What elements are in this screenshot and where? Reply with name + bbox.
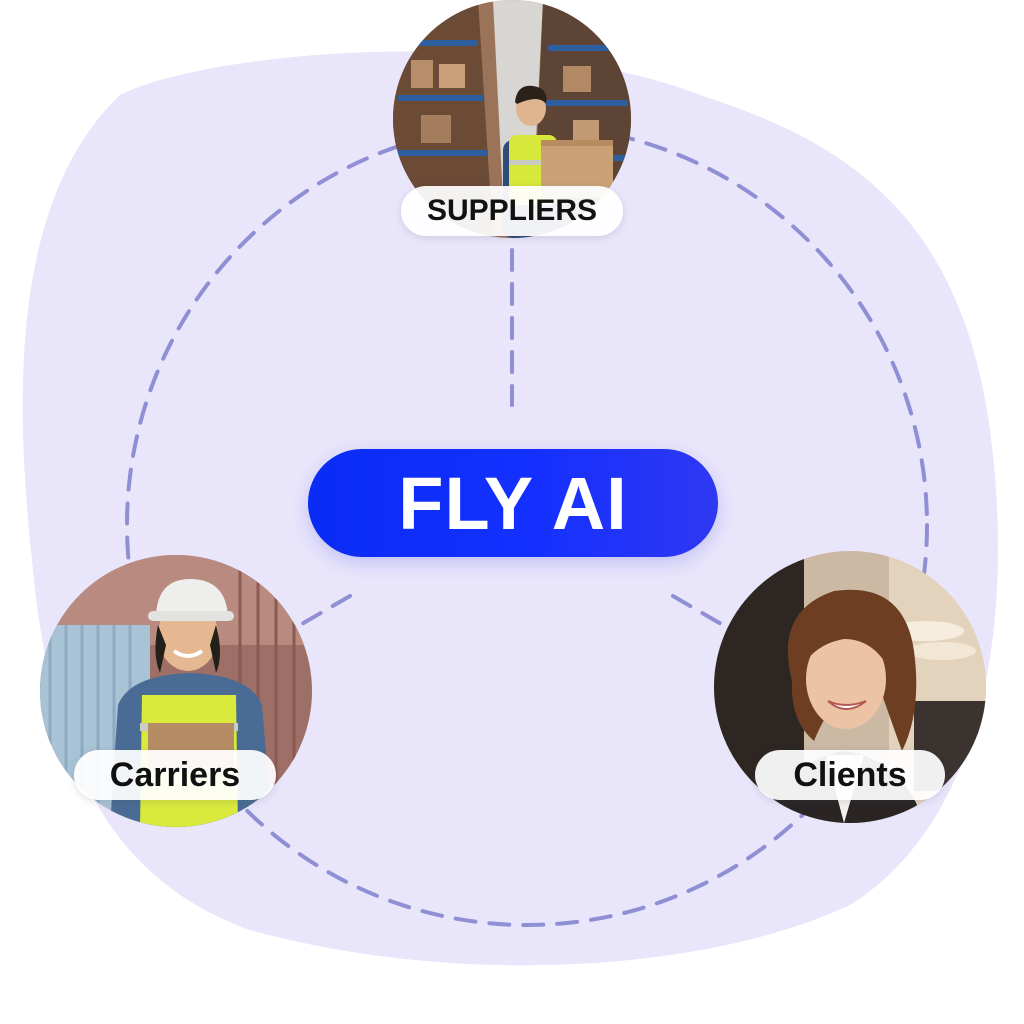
connector-clients (671, 594, 730, 630)
suppliers-label-text: SUPPLIERS (426, 194, 598, 227)
carriers-label: Carriers (74, 750, 276, 800)
fly-ai-label: FLY AI (398, 461, 628, 545)
connector-carriers (298, 594, 352, 627)
fly-ai-hub: FLY AI (308, 449, 718, 557)
clients-label: Clients (755, 750, 945, 800)
carriers-label-text: Carriers (109, 755, 241, 794)
suppliers-label: SUPPLIERS (401, 186, 623, 236)
clients-label-text: Clients (793, 755, 907, 794)
